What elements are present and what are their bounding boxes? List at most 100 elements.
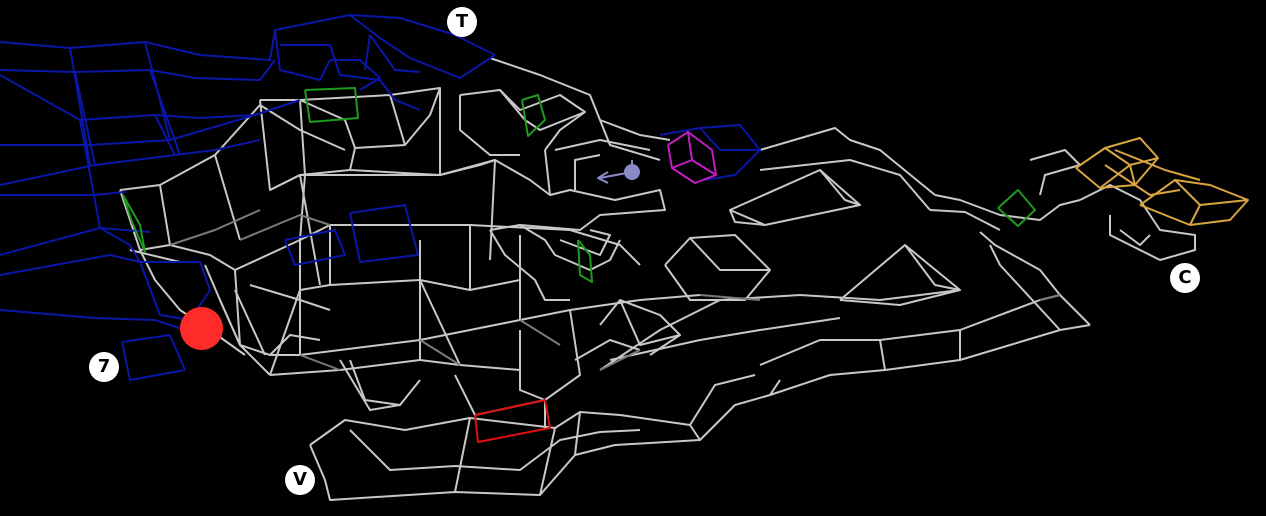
wire-edge-31	[234, 269, 241, 346]
wire-edge-74	[519, 309, 581, 401]
wire-edge-19	[759, 127, 936, 196]
gold-item-wireframe	[1075, 137, 1249, 226]
red-edge-wireframe	[474, 399, 551, 443]
wire-edge-9	[759, 294, 1061, 366]
wire-edge-51	[269, 159, 496, 261]
wire-edge-dim-5	[1039, 294, 1061, 301]
wire-edge-12	[879, 339, 886, 371]
wire-edge-10	[979, 231, 1091, 326]
wire-edge-20	[759, 159, 931, 211]
wire-edge-21	[729, 169, 861, 226]
wire-edge-dim-1	[419, 339, 461, 366]
blue-edge-19	[349, 14, 496, 79]
wire-edge-14	[934, 194, 1081, 221]
wire-edge-53	[119, 104, 346, 191]
green-door-2	[521, 94, 546, 137]
wire-edge-56	[214, 154, 241, 241]
blue-edge-0	[0, 14, 496, 61]
gold-item-edge-5	[1189, 204, 1201, 226]
wire-edge-22	[819, 169, 861, 206]
wire-edge-64	[599, 119, 671, 141]
probe-arrow-head	[597, 171, 609, 184]
blue-edge-15	[274, 29, 331, 81]
wire-edge-15	[929, 209, 1001, 231]
waypoint-marker-t[interactable]: T	[447, 7, 477, 37]
wire-edge-18	[1119, 229, 1151, 246]
blue-edge-8	[0, 309, 186, 331]
wire-edge-dim-6	[169, 209, 261, 246]
wire-edge-dim-2	[519, 319, 561, 346]
green-door-1	[304, 87, 359, 123]
blue-edge-7	[0, 254, 141, 276]
wire-edge-2	[309, 444, 326, 481]
blue-edge-10	[74, 71, 96, 166]
wire-edge-49	[349, 87, 441, 171]
blue-edge-14	[154, 114, 176, 156]
wire-edge-23	[839, 244, 961, 306]
wire-edge-80	[249, 284, 331, 311]
blue-edge-17	[369, 34, 421, 73]
green-door-0	[122, 194, 146, 253]
player-position-icon[interactable]	[180, 307, 223, 350]
wire-edge-41	[419, 279, 461, 366]
green-door-3	[577, 239, 593, 283]
wire-edge-28	[689, 237, 770, 271]
probe-dot	[624, 164, 640, 180]
waypoint-marker-v[interactable]: V	[285, 465, 315, 495]
wire-edge-52	[299, 174, 321, 286]
main-wireframe	[119, 57, 1196, 501]
blue-edge-16	[280, 44, 421, 111]
blue-edge-5	[0, 191, 126, 196]
wire-edge-1	[309, 374, 756, 446]
blue-edge-23	[99, 227, 141, 263]
waypoint-marker-7[interactable]: 7	[89, 352, 119, 382]
blue-edge-25	[349, 204, 419, 263]
wire-edge-24	[904, 244, 961, 291]
blue-edge-21	[139, 261, 211, 321]
wire-edge-5	[574, 411, 581, 456]
gold-item-edge-2	[1099, 164, 1136, 189]
wire-edge-55	[159, 184, 171, 246]
wire-edge-75	[599, 299, 681, 356]
wire-edge-dim-4	[699, 294, 761, 301]
wire-edge-40	[269, 289, 301, 376]
wire-edge-33	[269, 359, 521, 376]
wire-edge-3	[454, 417, 471, 493]
wire-edge-67	[494, 159, 551, 196]
wire-edge-30	[239, 294, 701, 356]
wire-edge-17	[1029, 149, 1081, 196]
wire-edge-0	[324, 379, 781, 501]
wire-edge-dim-7	[239, 214, 331, 241]
wire-edge-70	[559, 229, 611, 256]
wire-edge-81	[269, 334, 321, 356]
red-edge-0	[474, 399, 551, 443]
wire-edge-79	[234, 289, 266, 356]
wire-edge-58	[139, 249, 246, 356]
gold-item-edge-4	[1174, 179, 1249, 206]
blue-edge-22	[121, 334, 186, 381]
waypoint-marker-c[interactable]: C	[1170, 263, 1200, 293]
blue-edge-6	[0, 227, 151, 256]
wire-edge-16	[1079, 184, 1196, 261]
wire-edge-66	[574, 154, 601, 190]
wire-edge-69	[489, 229, 570, 301]
wire-edge-dim-0	[299, 354, 341, 371]
wire-edge-63	[519, 149, 666, 231]
blue-edge-11	[79, 119, 101, 229]
blue-edge-27	[699, 127, 760, 151]
wire-edge-77	[574, 339, 641, 361]
blue-edge-13	[149, 69, 181, 156]
probe-arrow-icon	[597, 160, 640, 184]
magenta-item-wireframe	[667, 131, 717, 184]
blue-edge-3	[0, 114, 256, 146]
wire-edge-78	[204, 264, 241, 346]
wire-edge-57	[129, 249, 181, 263]
wire-edge-25	[599, 289, 961, 371]
wire-edge-11	[989, 244, 1061, 331]
blue-edge-26	[659, 124, 761, 181]
blue-zone-wireframe	[0, 14, 761, 381]
magenta-item-edge-1	[671, 131, 693, 169]
green-door-wireframe	[122, 87, 1036, 283]
